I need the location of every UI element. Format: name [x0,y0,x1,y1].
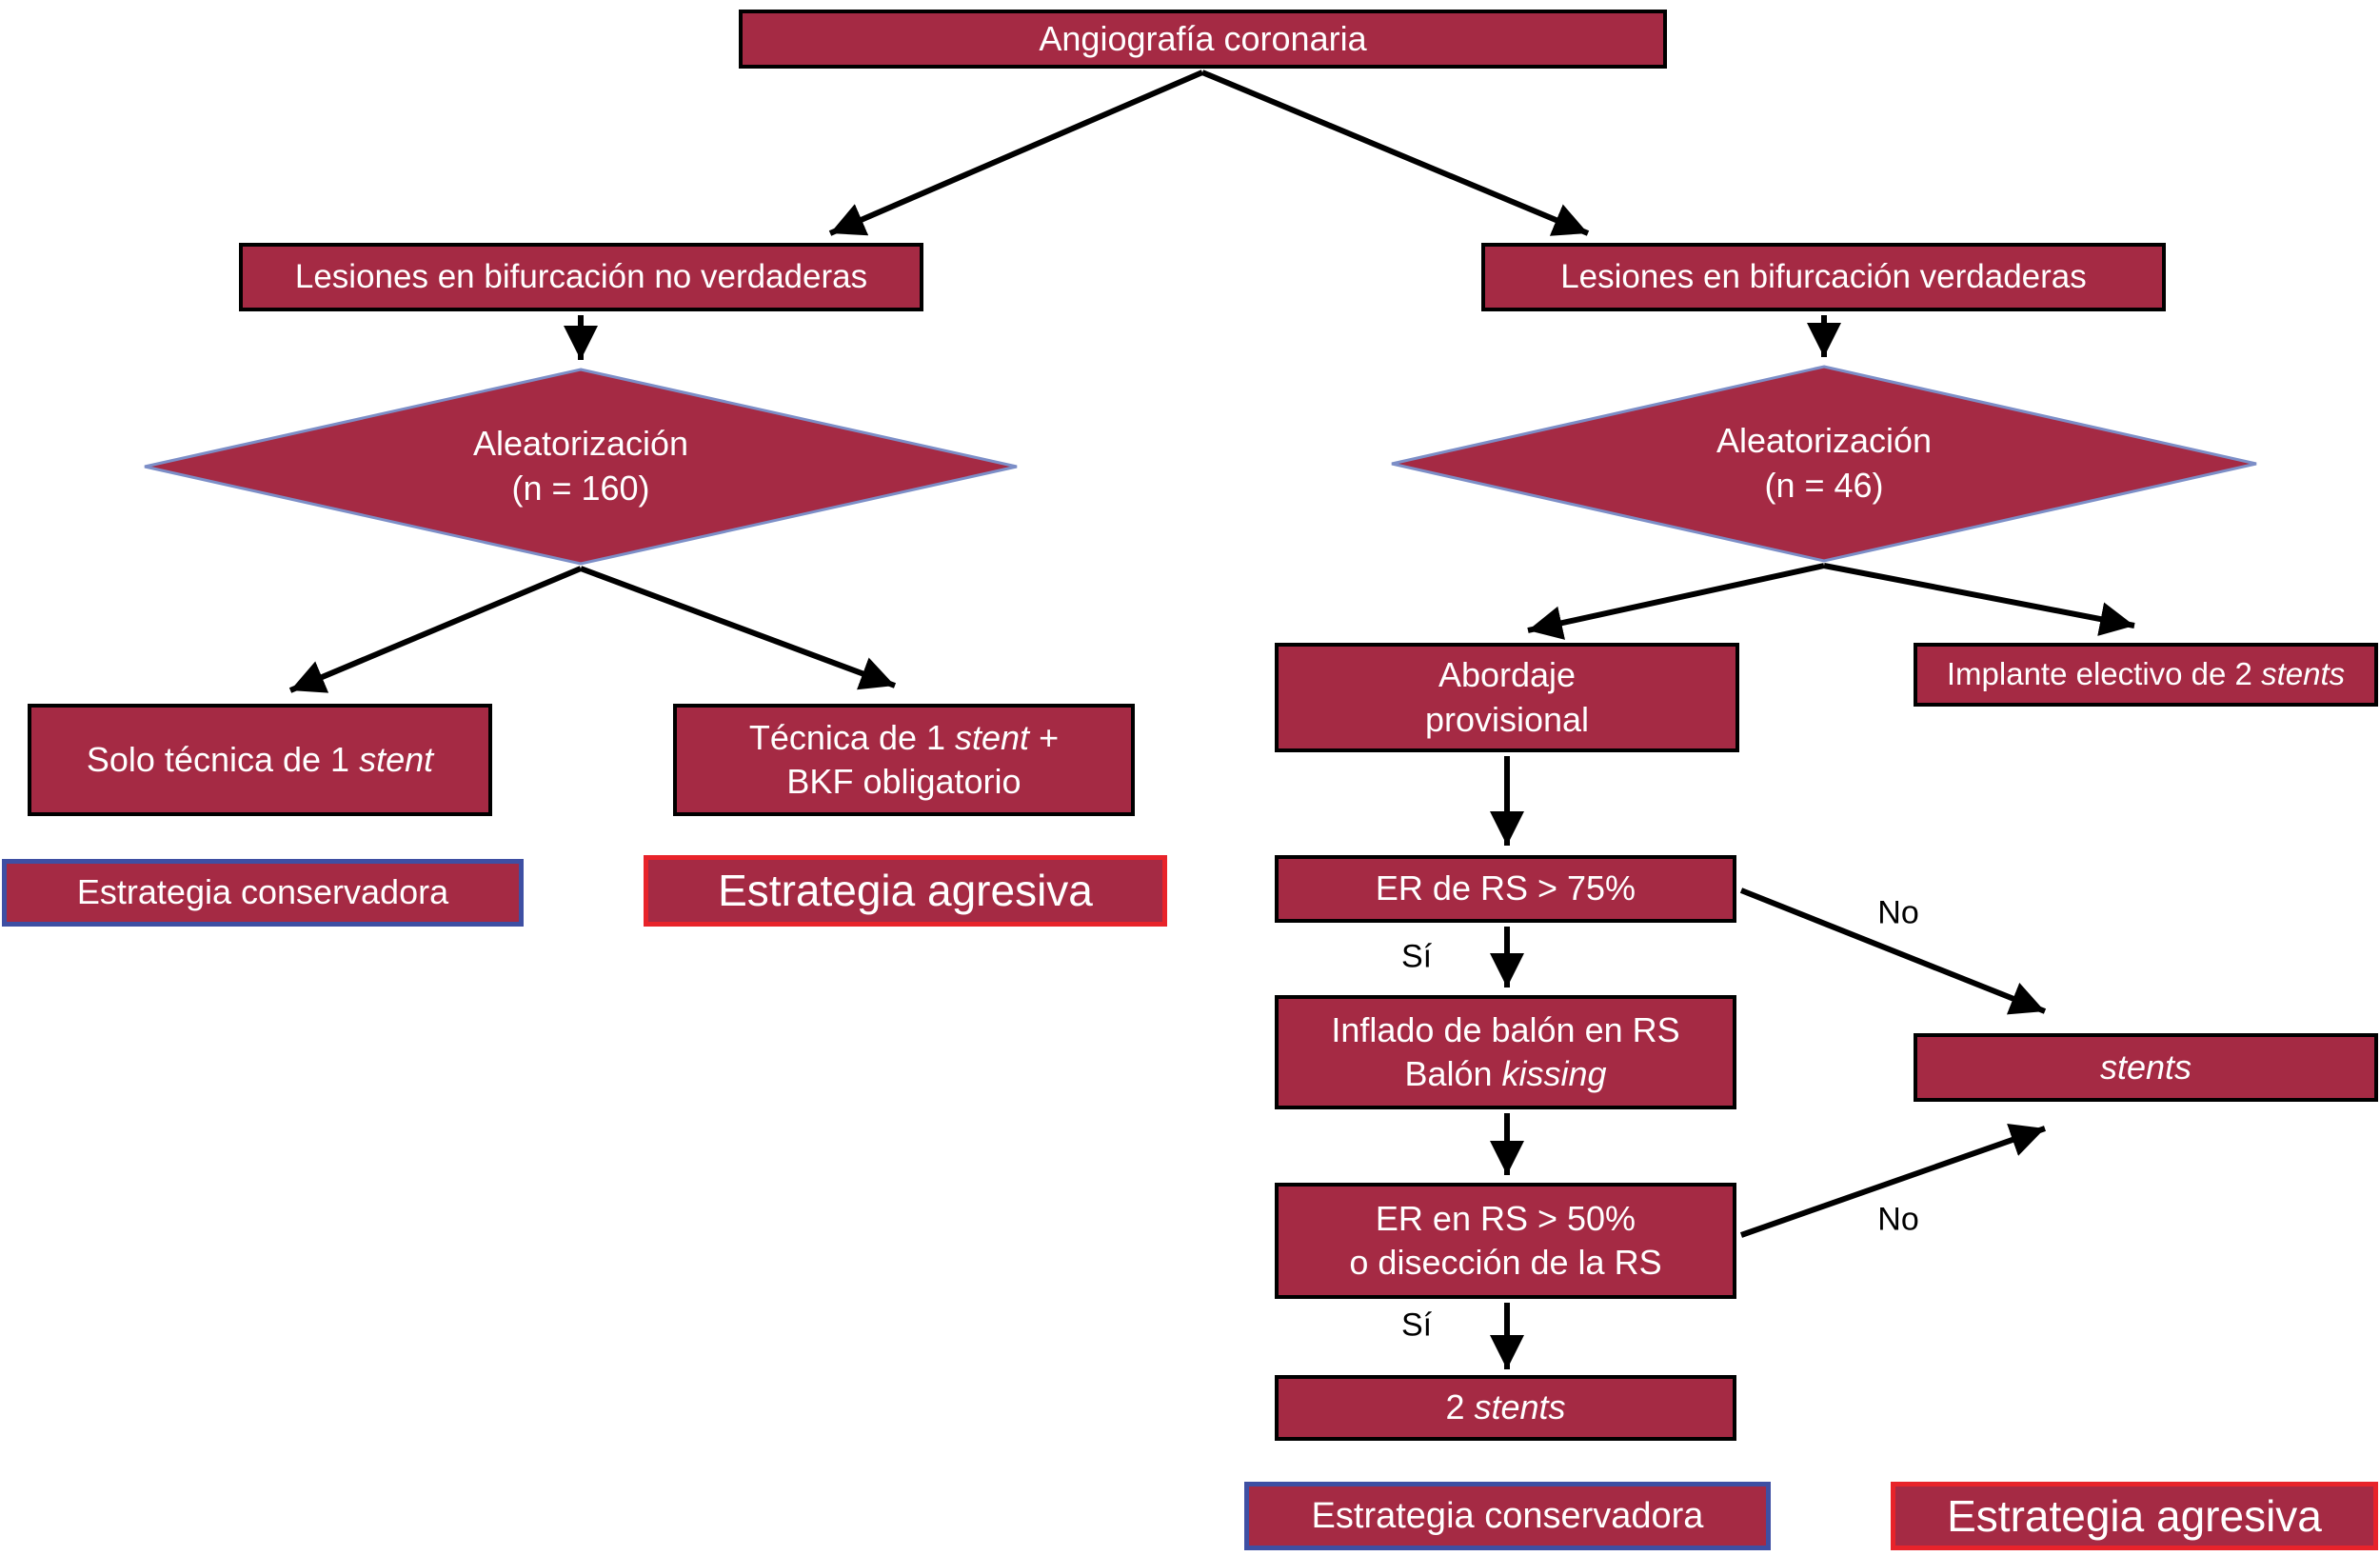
edge-left-diamond-to-stent-bkf [579,566,897,690]
diamond-shape-right [1391,365,2257,563]
node-er50-line2: o disección de la RS [1349,1243,1662,1282]
node-solo-stent-label: Solo técnica de 1 stent [87,738,433,782]
outcome-conservative-right-label: Estrategia conservadora [1311,1495,1704,1536]
outcome-aggressive-left: Estrategia agresiva [644,855,1167,927]
node-stent-bkf-l2: BKF obligatorio [786,762,1021,801]
decision-left-line1: Aleatorización [472,424,689,464]
node-elective-text: Implante electivo de 2 [1946,656,2262,692]
outcome-aggressive-right: Estrategia agresiva [1891,1482,2378,1550]
node-provisional-label: Abordaje provisional [1425,653,1589,741]
node-stents: stents [1914,1033,2378,1102]
node-provisional-line1: Abordaje [1438,655,1577,695]
node-stent-bkf-l1b: stent [955,717,1030,757]
decision-right-text: Aleatorización (n = 46) [1390,365,2258,563]
node-solo-stent: Solo técnica de 1 stent [28,704,492,816]
node-er75: ER de RS > 75% [1275,855,1736,923]
node-stents-label: stents [2099,1047,2192,1087]
edge-label-er50-yes: Sí [1400,1307,1433,1344]
node-stent-bkf-l1a: Técnica de 1 [748,717,956,757]
node-elective: Implante electivo de 2 stents [1914,643,2378,707]
node-balloon-l2b: kissing [1501,1054,1607,1093]
decision-right-line2: (n = 46) [1764,466,1884,505]
node-provisional-line2: provisional [1424,699,1590,739]
node-er50-line1: ER en RS > 50% [1375,1198,1636,1238]
edge-label-er75-yes: Sí [1400,938,1433,975]
outcome-conservative-left: Estrategia conservadora [2,859,524,927]
node-solo-stent-text: Solo técnica de 1 [86,739,360,779]
decision-right-randomization: Aleatorización (n = 46) [1390,365,2258,563]
node-elective-italic: stents [2261,656,2346,692]
edge-right-diamond-to-provisional [1527,563,1825,640]
node-root-label: Angiografía coronaria [1039,18,1367,58]
decision-left-line2: (n = 160) [511,469,650,508]
node-er50-label: ER en RS > 50% o disección de la RS [1349,1197,1661,1285]
node-er75-label: ER de RS > 75% [1375,868,1636,908]
node-two-stents-label: 2 stents [1445,1386,1565,1429]
edge-left-diamond-to-solo-stent [288,566,583,693]
node-two-stents-text: 2 [1445,1387,1475,1427]
node-left-branch-label: Lesiones en bifurcación no verdaderas [294,257,868,295]
node-balloon-l2a: Balón [1404,1054,1502,1093]
node-solo-stent-italic: stent [359,739,434,779]
node-right-branch-label: Lesiones en bifurcación verdaderas [1560,257,2087,295]
node-two-stents: 2 stents [1275,1375,1736,1441]
node-provisional: Abordaje provisional [1275,643,1739,752]
node-stent-bkf: Técnica de 1 stent + BKF obligatorio [673,704,1135,816]
decision-left-randomization: Aleatorización (n = 160) [143,368,1019,566]
diamond-shape-left [144,368,1018,566]
edge-right-diamond-to-elective [1823,563,2135,636]
outcome-aggressive-right-label: Estrategia agresiva [1947,1490,2322,1541]
node-er50: ER en RS > 50% o disección de la RS [1275,1183,1736,1299]
node-stent-bkf-l1c: + [1029,717,1060,757]
node-balloon-line1: Inflado de balón en RS [1331,1009,1680,1049]
edge-label-er75-no: No [1877,894,1919,931]
node-two-stents-italic: stents [1474,1387,1566,1427]
edge-root-to-left-branch [828,70,1204,236]
node-balloon: Inflado de balón en RS Balón kissing [1275,995,1736,1109]
edge-root-to-right-branch [1200,70,1590,236]
node-right-branch: Lesiones en bifurcación verdaderas [1481,243,2166,311]
node-root: Angiografía coronaria [739,10,1667,69]
outcome-conservative-left-label: Estrategia conservadora [76,872,449,912]
outcome-aggressive-left-label: Estrategia agresiva [718,866,1093,916]
edge-label-er50-no: No [1877,1201,1919,1238]
decision-right-line1: Aleatorización [1716,421,1933,461]
node-balloon-label: Inflado de balón en RS Balón kissing [1331,1008,1679,1096]
decision-left-text: Aleatorización (n = 160) [143,368,1019,566]
node-stent-bkf-label: Técnica de 1 stent + BKF obligatorio [749,716,1059,804]
node-elective-label: Implante electivo de 2 stents [1947,654,2345,694]
node-left-branch: Lesiones en bifurcación no verdaderas [239,243,923,311]
outcome-conservative-right: Estrategia conservadora [1244,1482,1771,1550]
